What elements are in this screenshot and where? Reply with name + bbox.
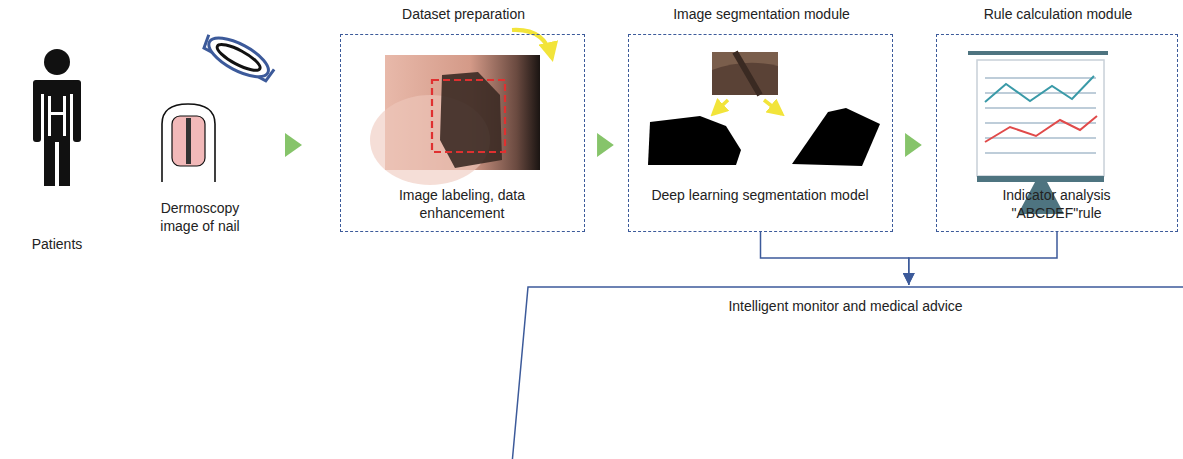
patient-figure xyxy=(33,49,81,186)
flow-arrow xyxy=(905,133,922,157)
connector-line xyxy=(761,232,909,285)
module-box: Rule calculation moduleIndicator analysi… xyxy=(936,34,1178,232)
connector-line xyxy=(909,232,1057,285)
module-caption: Indicator analysis "ABCDEF"rule xyxy=(982,187,1132,222)
module-box: Dataset preparationImage labeling, data … xyxy=(340,34,585,232)
segmentation-illustration xyxy=(648,52,880,166)
nail-photo xyxy=(370,30,552,185)
panel-title: Intelligent monitor and medical advice xyxy=(508,298,1183,316)
figure-label: Patients xyxy=(12,236,102,254)
dermoscope xyxy=(200,29,278,87)
image-label: Dermoscopy image of nail xyxy=(150,200,250,235)
module-caption: Image labeling, data enhancement xyxy=(372,187,552,222)
flow-arrow xyxy=(285,133,302,157)
module-title: Rule calculation module xyxy=(917,6,1183,24)
module-title: Dataset preparation xyxy=(321,6,606,24)
module-title: Image segmentation module xyxy=(609,6,914,24)
module-caption: Deep learning segmentation model xyxy=(635,187,885,205)
output-panel: Intelligent monitor and medical advice xyxy=(508,286,1183,459)
module-box: Image segmentation moduleDeep learning s… xyxy=(628,34,893,232)
flow-arrow xyxy=(597,133,614,157)
nail-finger xyxy=(162,104,215,182)
